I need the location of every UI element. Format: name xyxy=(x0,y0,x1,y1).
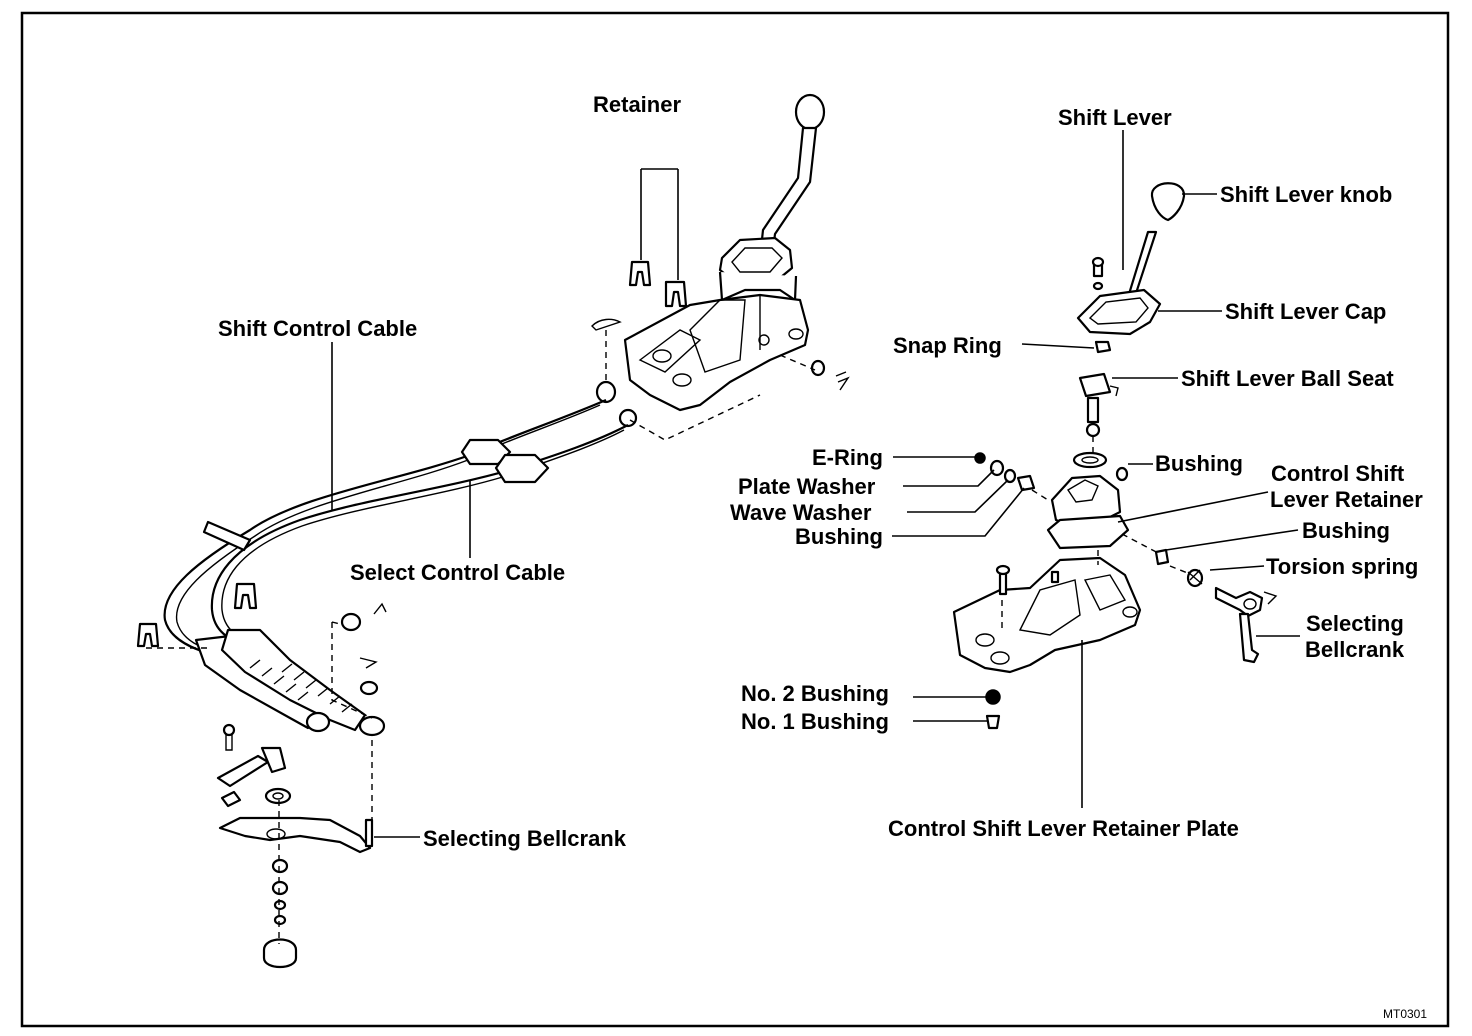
label-torsion-spring: Torsion spring xyxy=(1266,554,1418,579)
label-select-control-cable: Select Control Cable xyxy=(350,560,565,585)
selecting-bellcrank-left xyxy=(216,723,374,969)
label-selecting-bellcrank-right-2: Bellcrank xyxy=(1305,637,1405,662)
label-shift-lever-knob: Shift Lever knob xyxy=(1220,182,1392,207)
label-no2-bushing: No. 2 Bushing xyxy=(741,681,889,706)
label-control-shift-lever-retainer-2: Lever Retainer xyxy=(1270,487,1423,512)
shift-lever-exploded-right xyxy=(952,182,1278,730)
label-no1-bushing: No. 1 Bushing xyxy=(741,709,889,734)
leader-lines xyxy=(331,130,1300,838)
label-control-shift-lever-retainer-1: Control Shift xyxy=(1271,461,1405,486)
figure-code: MT0301 xyxy=(1383,1007,1427,1021)
label-wave-washer: Wave Washer xyxy=(730,500,872,525)
label-bushing-right: Bushing xyxy=(1302,518,1390,543)
label-shift-lever-cap: Shift Lever Cap xyxy=(1225,299,1386,324)
label-retainer: Retainer xyxy=(593,92,681,117)
label-shift-lever: Shift Lever xyxy=(1058,105,1172,130)
labels: Retainer Shift Control Cable Select Cont… xyxy=(218,92,1427,1021)
label-e-ring: E-Ring xyxy=(812,445,883,470)
label-plate-washer: Plate Washer xyxy=(738,474,876,499)
label-snap-ring: Snap Ring xyxy=(893,333,1002,358)
diagram-frame xyxy=(20,11,1450,1028)
shift-control-cables xyxy=(136,398,629,820)
label-control-shift-lever-retainer-plate: Control Shift Lever Retainer Plate xyxy=(888,816,1239,841)
label-bushing-left: Bushing xyxy=(795,524,883,549)
label-selecting-bellcrank-left: Selecting Bellcrank xyxy=(423,826,627,851)
label-shift-lever-ball-seat: Shift Lever Ball Seat xyxy=(1181,366,1394,391)
label-shift-control-cable: Shift Control Cable xyxy=(218,316,417,341)
label-selecting-bellcrank-right-1: Selecting xyxy=(1306,611,1404,636)
shift-lever-assembly-left xyxy=(591,93,850,441)
label-bushing-top: Bushing xyxy=(1155,451,1243,476)
